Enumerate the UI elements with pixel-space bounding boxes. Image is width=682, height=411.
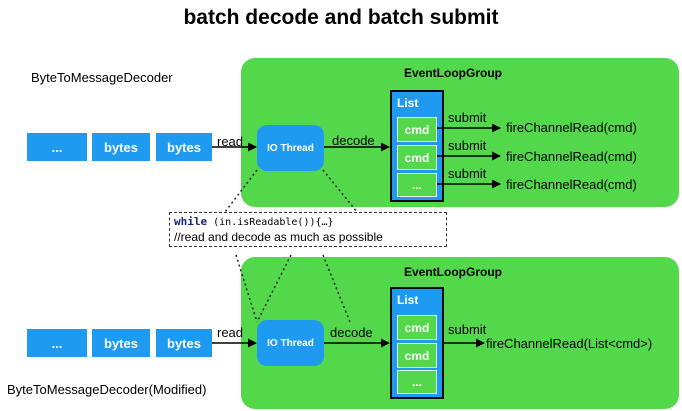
list-title-top: List — [397, 96, 419, 110]
fire-channel-read-top-1: fireChannelRead(cmd) — [506, 120, 637, 135]
code-condition: (in.isReadable()){…} — [207, 217, 334, 228]
fire-channel-read-list: fireChannelRead(List<cmd>) — [486, 336, 653, 351]
cmd-item-top-1: cmd — [397, 117, 437, 142]
decoder-label-top: ByteToMessageDecoder — [31, 70, 173, 85]
read-label-bottom: read — [217, 325, 244, 340]
submit-label-bottom: submit — [448, 322, 487, 337]
cmd-item-top-3: ... — [397, 173, 437, 197]
decode-label-bottom: decode — [330, 325, 373, 340]
code-comment: //read and decode as much as possible — [174, 230, 383, 244]
code-snippet: while (in.isReadable()){…} //read and de… — [169, 212, 447, 247]
diagram-title: batch decode and batch submit — [183, 6, 499, 29]
read-label-top: read — [217, 134, 244, 149]
byte-box-bottom-2: bytes — [156, 329, 212, 357]
fire-channel-read-top-2: fireChannelRead(cmd) — [506, 149, 637, 164]
code-line-1: while (in.isReadable()){…} — [174, 215, 442, 230]
submit-label-top-3: submit — [448, 166, 487, 181]
cmd-item-bottom-1: cmd — [397, 315, 437, 340]
cmd-item-bottom-3: ... — [397, 370, 437, 394]
byte-box-ellipsis-bottom: ... — [27, 329, 87, 357]
zoom-lines — [224, 169, 358, 323]
decode-label-top: decode — [332, 133, 375, 148]
fire-channel-read-top-3: fireChannelRead(cmd) — [506, 177, 637, 192]
byte-box-top-1: bytes — [92, 133, 150, 161]
event-loop-group-title-top: EventLoopGroup — [404, 66, 502, 80]
decoder-label-bottom: ByteToMessageDecoder(Modified) — [7, 382, 207, 397]
io-thread-top: IO Thread — [257, 125, 324, 171]
code-keyword: while — [174, 215, 208, 228]
byte-box-bottom-1: bytes — [92, 329, 150, 357]
cmd-item-top-2: cmd — [397, 145, 437, 170]
byte-box-ellipsis-top: ... — [27, 133, 87, 161]
list-title-bottom: List — [397, 293, 419, 307]
event-loop-group-title-bottom: EventLoopGroup — [404, 265, 502, 279]
submit-label-top-1: submit — [448, 110, 487, 125]
byte-box-top-2: bytes — [156, 133, 212, 161]
cmd-item-bottom-2: cmd — [397, 343, 437, 368]
submit-label-top-2: submit — [448, 138, 487, 153]
io-thread-bottom: IO Thread — [257, 320, 324, 366]
